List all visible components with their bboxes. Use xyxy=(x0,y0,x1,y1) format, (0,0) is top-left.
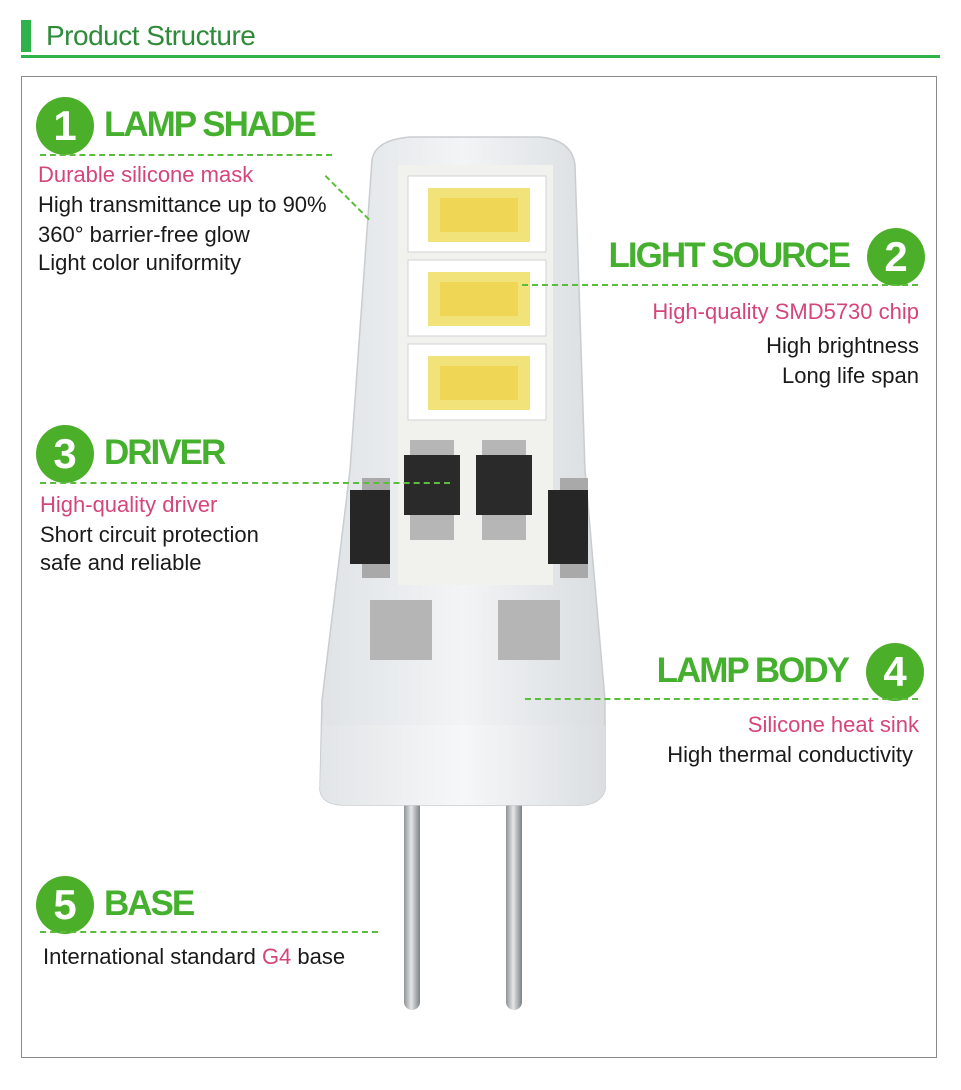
led-chips xyxy=(407,175,547,421)
header-accent-bar xyxy=(21,20,31,52)
section-5-line: International standard G4 base xyxy=(43,944,345,970)
section-5-leader-line xyxy=(40,931,378,933)
section-5-line-prefix: International standard xyxy=(43,944,262,969)
section-4-highlight: Silicone heat sink xyxy=(747,712,919,737)
section-1-highlight: Durable silicone mask xyxy=(38,162,254,187)
section-3-leader-line xyxy=(40,482,450,484)
section-4-line-1: High thermal conductivity xyxy=(667,742,913,767)
section-3-highlight: High-quality driver xyxy=(40,492,218,517)
base-collar xyxy=(320,725,605,805)
section-4-title: LAMP BODY xyxy=(656,651,850,690)
driver-components xyxy=(350,440,588,660)
section-2-line-1: High brightness xyxy=(766,333,919,358)
section-5-title: BASE xyxy=(104,884,195,923)
section-1-line-2: 360° barrier-free glow xyxy=(38,222,250,247)
section-2-title: LIGHT SOURCE xyxy=(608,236,851,275)
driver-chip-2 xyxy=(476,455,532,515)
section-1-number-badge: 1 xyxy=(36,97,94,155)
section-3-title: DRIVER xyxy=(104,433,226,472)
driver-diode-right xyxy=(548,490,588,564)
section-1-leader-line xyxy=(40,154,332,156)
header-divider xyxy=(21,55,940,58)
section-4-number-badge: 4 xyxy=(866,643,924,701)
diagram-frame xyxy=(21,76,937,1058)
section-2-number-badge: 2 xyxy=(867,228,925,286)
section-3-number-badge: 3 xyxy=(36,425,94,483)
section-1-line-3: Light color uniformity xyxy=(38,250,241,275)
section-4-leader-line xyxy=(525,698,918,700)
header: Product Structure xyxy=(0,0,961,60)
driver-chip-1 xyxy=(404,455,460,515)
section-2-leader-line xyxy=(522,284,918,286)
section-5-line-suffix: base xyxy=(291,944,346,969)
section-5-line-highlight: G4 xyxy=(261,944,292,969)
section-2-highlight: High-quality SMD5730 chip xyxy=(652,299,919,324)
section-5-number-badge: 5 xyxy=(36,876,94,934)
section-1-line-1: High transmittance up to 90% xyxy=(38,192,327,217)
section-3-line-1: Short circuit protection xyxy=(40,522,259,547)
section-2-line-2: Long life span xyxy=(782,363,919,388)
driver-diode-left xyxy=(350,490,390,564)
section-3-line-2: safe and reliable xyxy=(40,550,202,575)
page-title: Product Structure xyxy=(46,20,256,51)
section-1-title: LAMP SHADE xyxy=(104,105,317,144)
